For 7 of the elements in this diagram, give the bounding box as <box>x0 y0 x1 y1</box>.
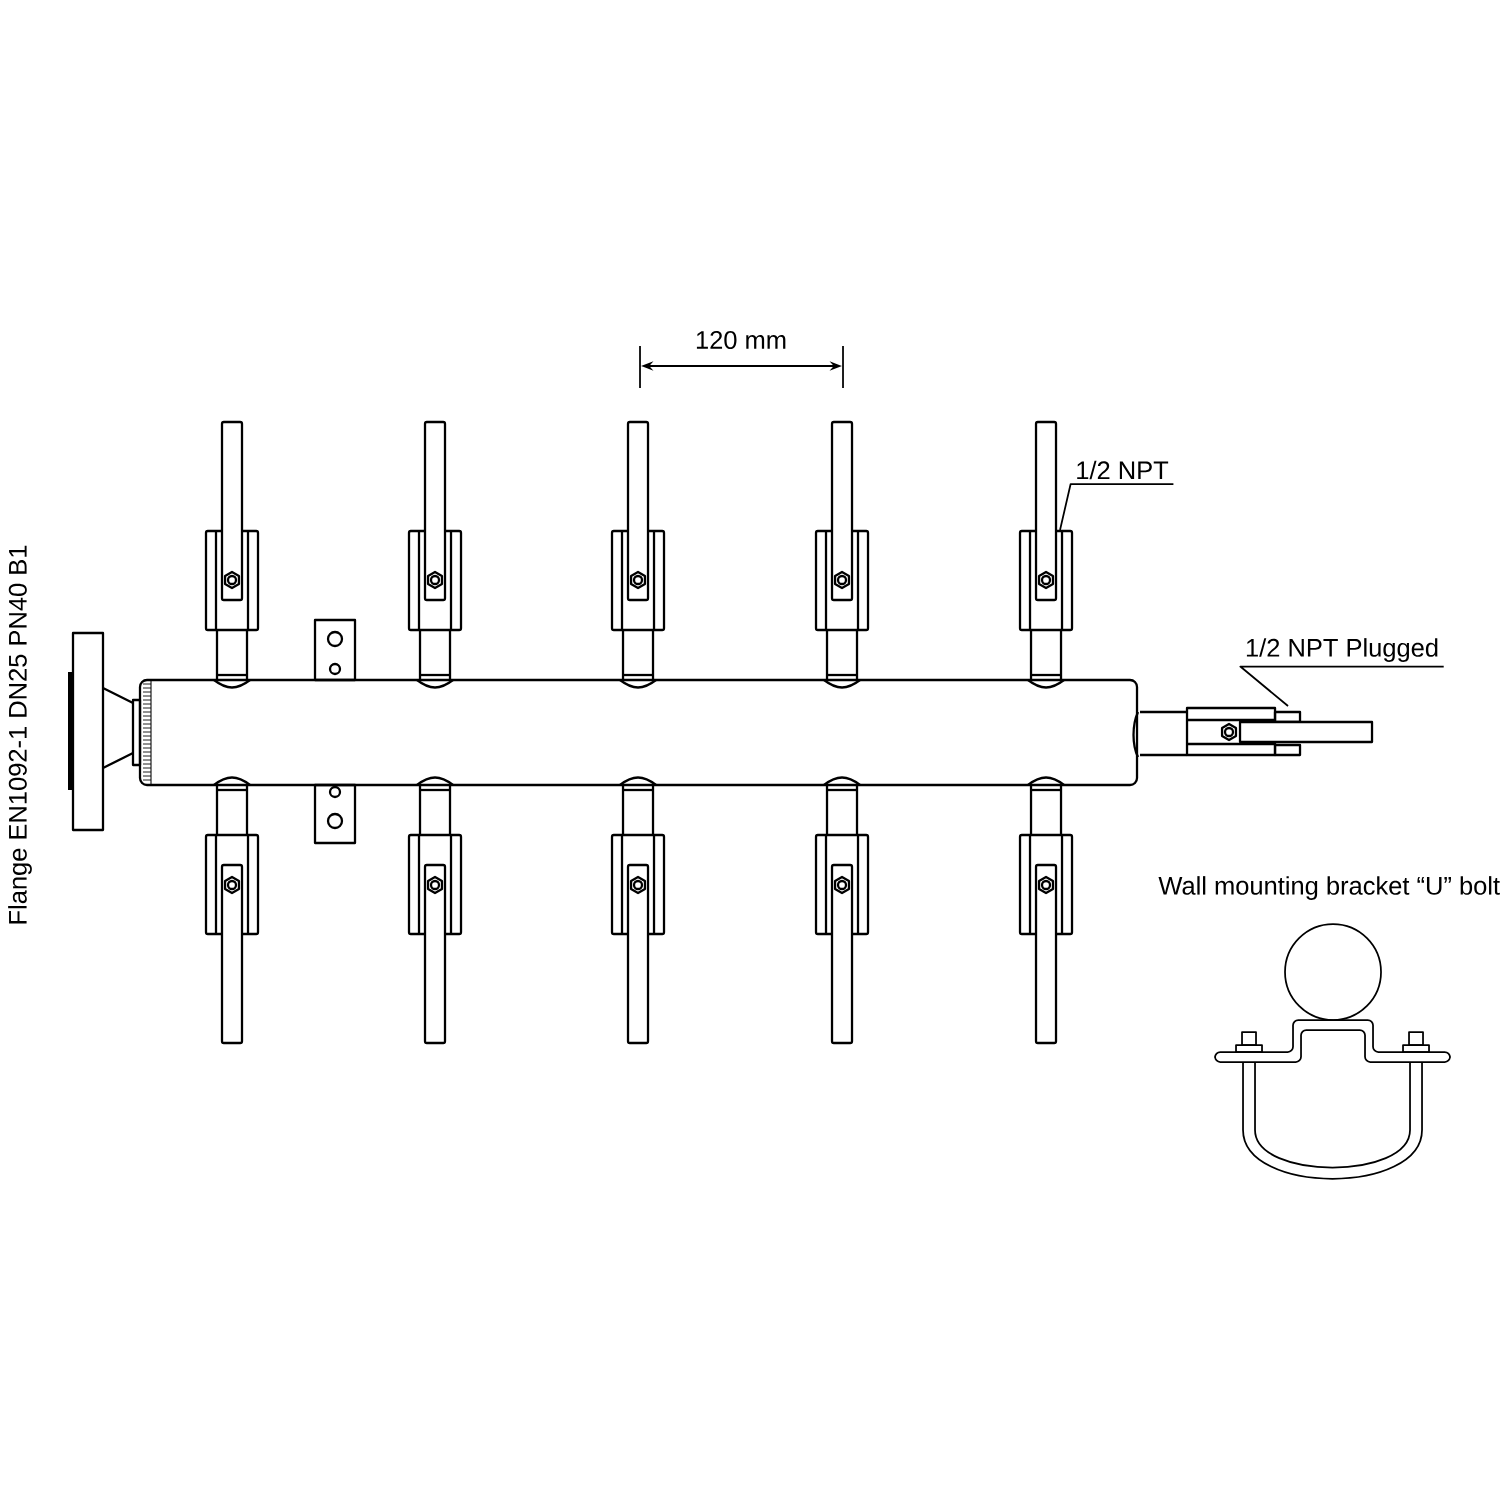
leader-line <box>1239 665 1445 707</box>
callout-text: 1/2 NPT Plugged <box>1246 638 1438 662</box>
label: Flange EN1092-1 DN25 PN40 B1 <box>8 545 32 924</box>
callout-text: 1/2 NPT <box>1077 460 1169 480</box>
label: Wall mounting bracket “U” bolt <box>1158 876 1500 900</box>
label: 120 mm <box>696 330 786 350</box>
leader-line <box>1059 483 1175 531</box>
